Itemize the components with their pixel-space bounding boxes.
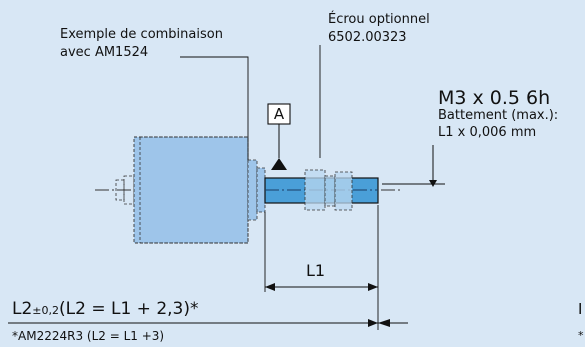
cut-off-right-footnote: * xyxy=(578,329,584,342)
motor-body xyxy=(133,136,266,244)
nut-label-line2: 6502.00323 xyxy=(328,30,407,45)
dimension-l1-label: L1 xyxy=(306,261,326,280)
cut-off-right-text: I xyxy=(578,300,583,318)
leader-combination xyxy=(180,56,249,160)
dimension-l2 xyxy=(8,319,408,327)
runout-leader xyxy=(382,145,445,187)
datum-marker xyxy=(267,103,291,170)
rear-stub xyxy=(115,175,135,205)
optional-nut xyxy=(304,169,353,211)
thread-label: M3 x 0.5 6h xyxy=(438,87,551,109)
runout-label-line2: L1 x 0,006 mm xyxy=(438,125,537,140)
dimension-l2-label: L2±0,2(L2 = L1 + 2,3)* xyxy=(12,299,199,321)
l2-symbol: L2 xyxy=(12,299,33,319)
combination-label-line1: Exemple de combinaison xyxy=(60,27,223,42)
nut-label-line1: Écrou optionnel xyxy=(328,12,430,27)
combination-label-line2: avec AM1524 xyxy=(60,45,149,60)
footnote: *AM2224R3 (L2 = L1 +3) xyxy=(12,329,165,343)
dimension-l1 xyxy=(265,283,378,291)
l2-tolerance: ±0,2 xyxy=(32,304,60,317)
datum-letter: A xyxy=(273,105,285,123)
runout-label-line1: Battement (max.): xyxy=(438,108,559,123)
l2-formula: (L2 = L1 + 2,3)* xyxy=(59,299,199,319)
